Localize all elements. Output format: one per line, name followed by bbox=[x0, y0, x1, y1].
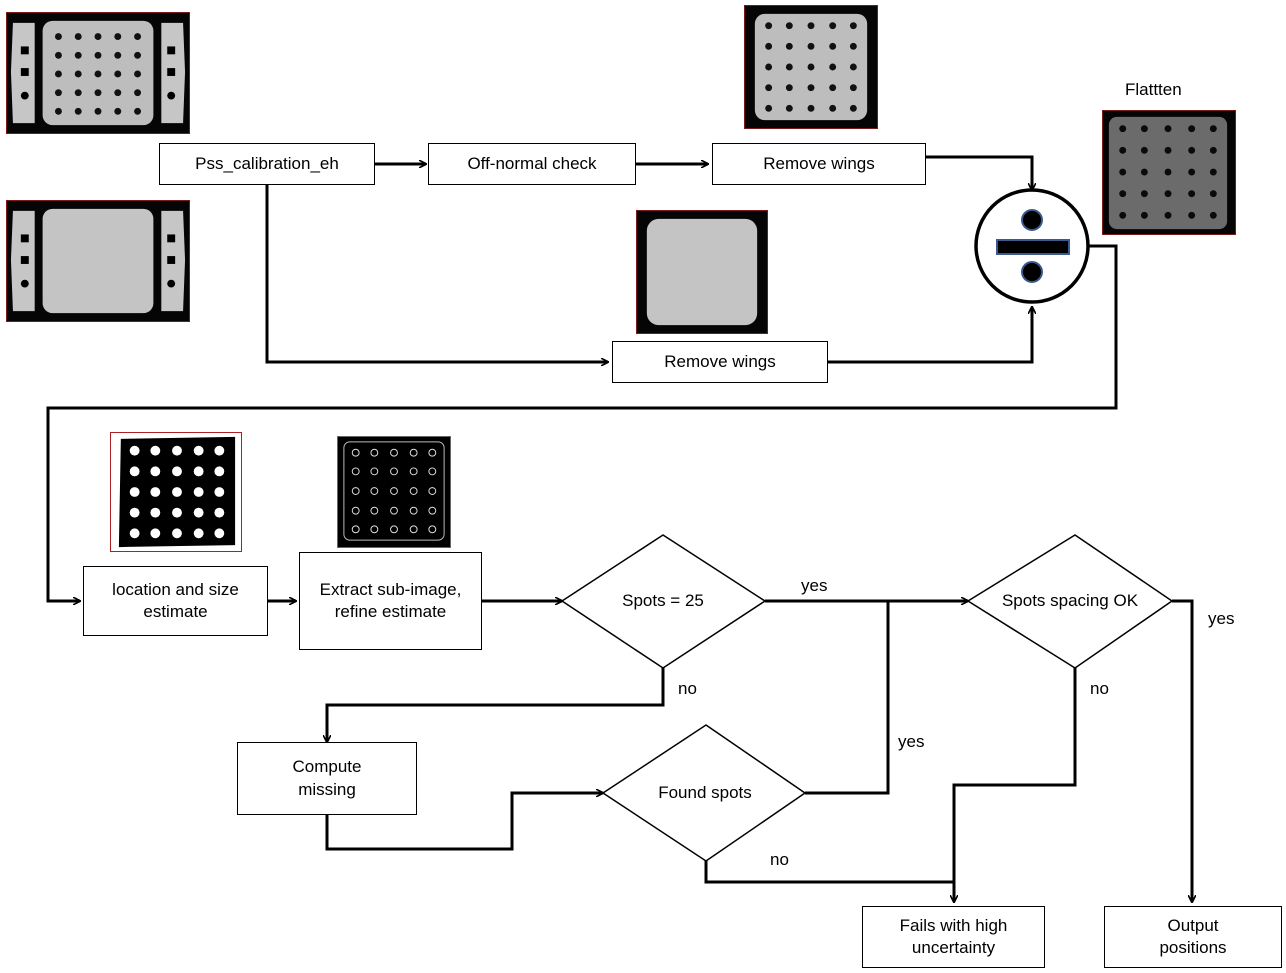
spot-outlines-image bbox=[337, 436, 451, 548]
flat-field-image-wings-removed bbox=[636, 210, 768, 334]
output-positions-label: Output positions bbox=[1155, 915, 1231, 959]
spacing-no-label: no bbox=[1090, 679, 1109, 699]
remove-wings-top-box: Remove wings bbox=[712, 143, 926, 185]
binary-spots-image bbox=[110, 432, 242, 552]
compute-missing-label: Compute missing bbox=[278, 756, 376, 800]
fails-high-uncertainty-box: Fails with high uncertainty bbox=[862, 906, 1045, 968]
spots-25-label: Spots = 25 bbox=[582, 585, 744, 617]
spacing-yes-label: yes bbox=[1208, 609, 1234, 629]
spots25-no-label: no bbox=[678, 679, 697, 699]
flatten-label: Flattten bbox=[1125, 80, 1182, 100]
pss-calibration-box: Pss_calibration_eh bbox=[159, 143, 375, 185]
remove-wings-bottom-box: Remove wings bbox=[612, 341, 828, 383]
extract-refine-label: Extract sub-image, refine estimate bbox=[314, 579, 467, 623]
location-size-estimate-label: location and size estimate bbox=[84, 579, 267, 623]
extract-refine-box: Extract sub-image, refine estimate bbox=[299, 552, 482, 650]
off-normal-check-box: Off-normal check bbox=[428, 143, 636, 185]
fails-high-uncertainty-label: Fails with high uncertainty bbox=[863, 915, 1044, 959]
found-no-label: no bbox=[770, 850, 789, 870]
remove-wings-bottom-label: Remove wings bbox=[664, 351, 776, 373]
remove-wings-top-label: Remove wings bbox=[763, 153, 875, 175]
calibration-image-wings-removed bbox=[744, 5, 878, 129]
spots25-yes-label: yes bbox=[801, 576, 827, 596]
divide-operator-icon bbox=[976, 190, 1088, 302]
found-spots-label: Found spots bbox=[626, 777, 784, 809]
output-positions-box: Output positions bbox=[1104, 906, 1282, 968]
calibration-image-with-wings bbox=[6, 12, 190, 134]
compute-missing-box: Compute missing bbox=[237, 742, 417, 815]
location-size-estimate-box: location and size estimate bbox=[83, 566, 268, 636]
spots-spacing-label: Spots spacing OK bbox=[990, 578, 1150, 624]
flat-field-image-with-wings bbox=[6, 200, 190, 322]
off-normal-check-label: Off-normal check bbox=[467, 153, 596, 175]
flattened-image bbox=[1102, 110, 1236, 235]
found-yes-label: yes bbox=[898, 732, 924, 752]
pss-calibration-label: Pss_calibration_eh bbox=[195, 153, 339, 175]
